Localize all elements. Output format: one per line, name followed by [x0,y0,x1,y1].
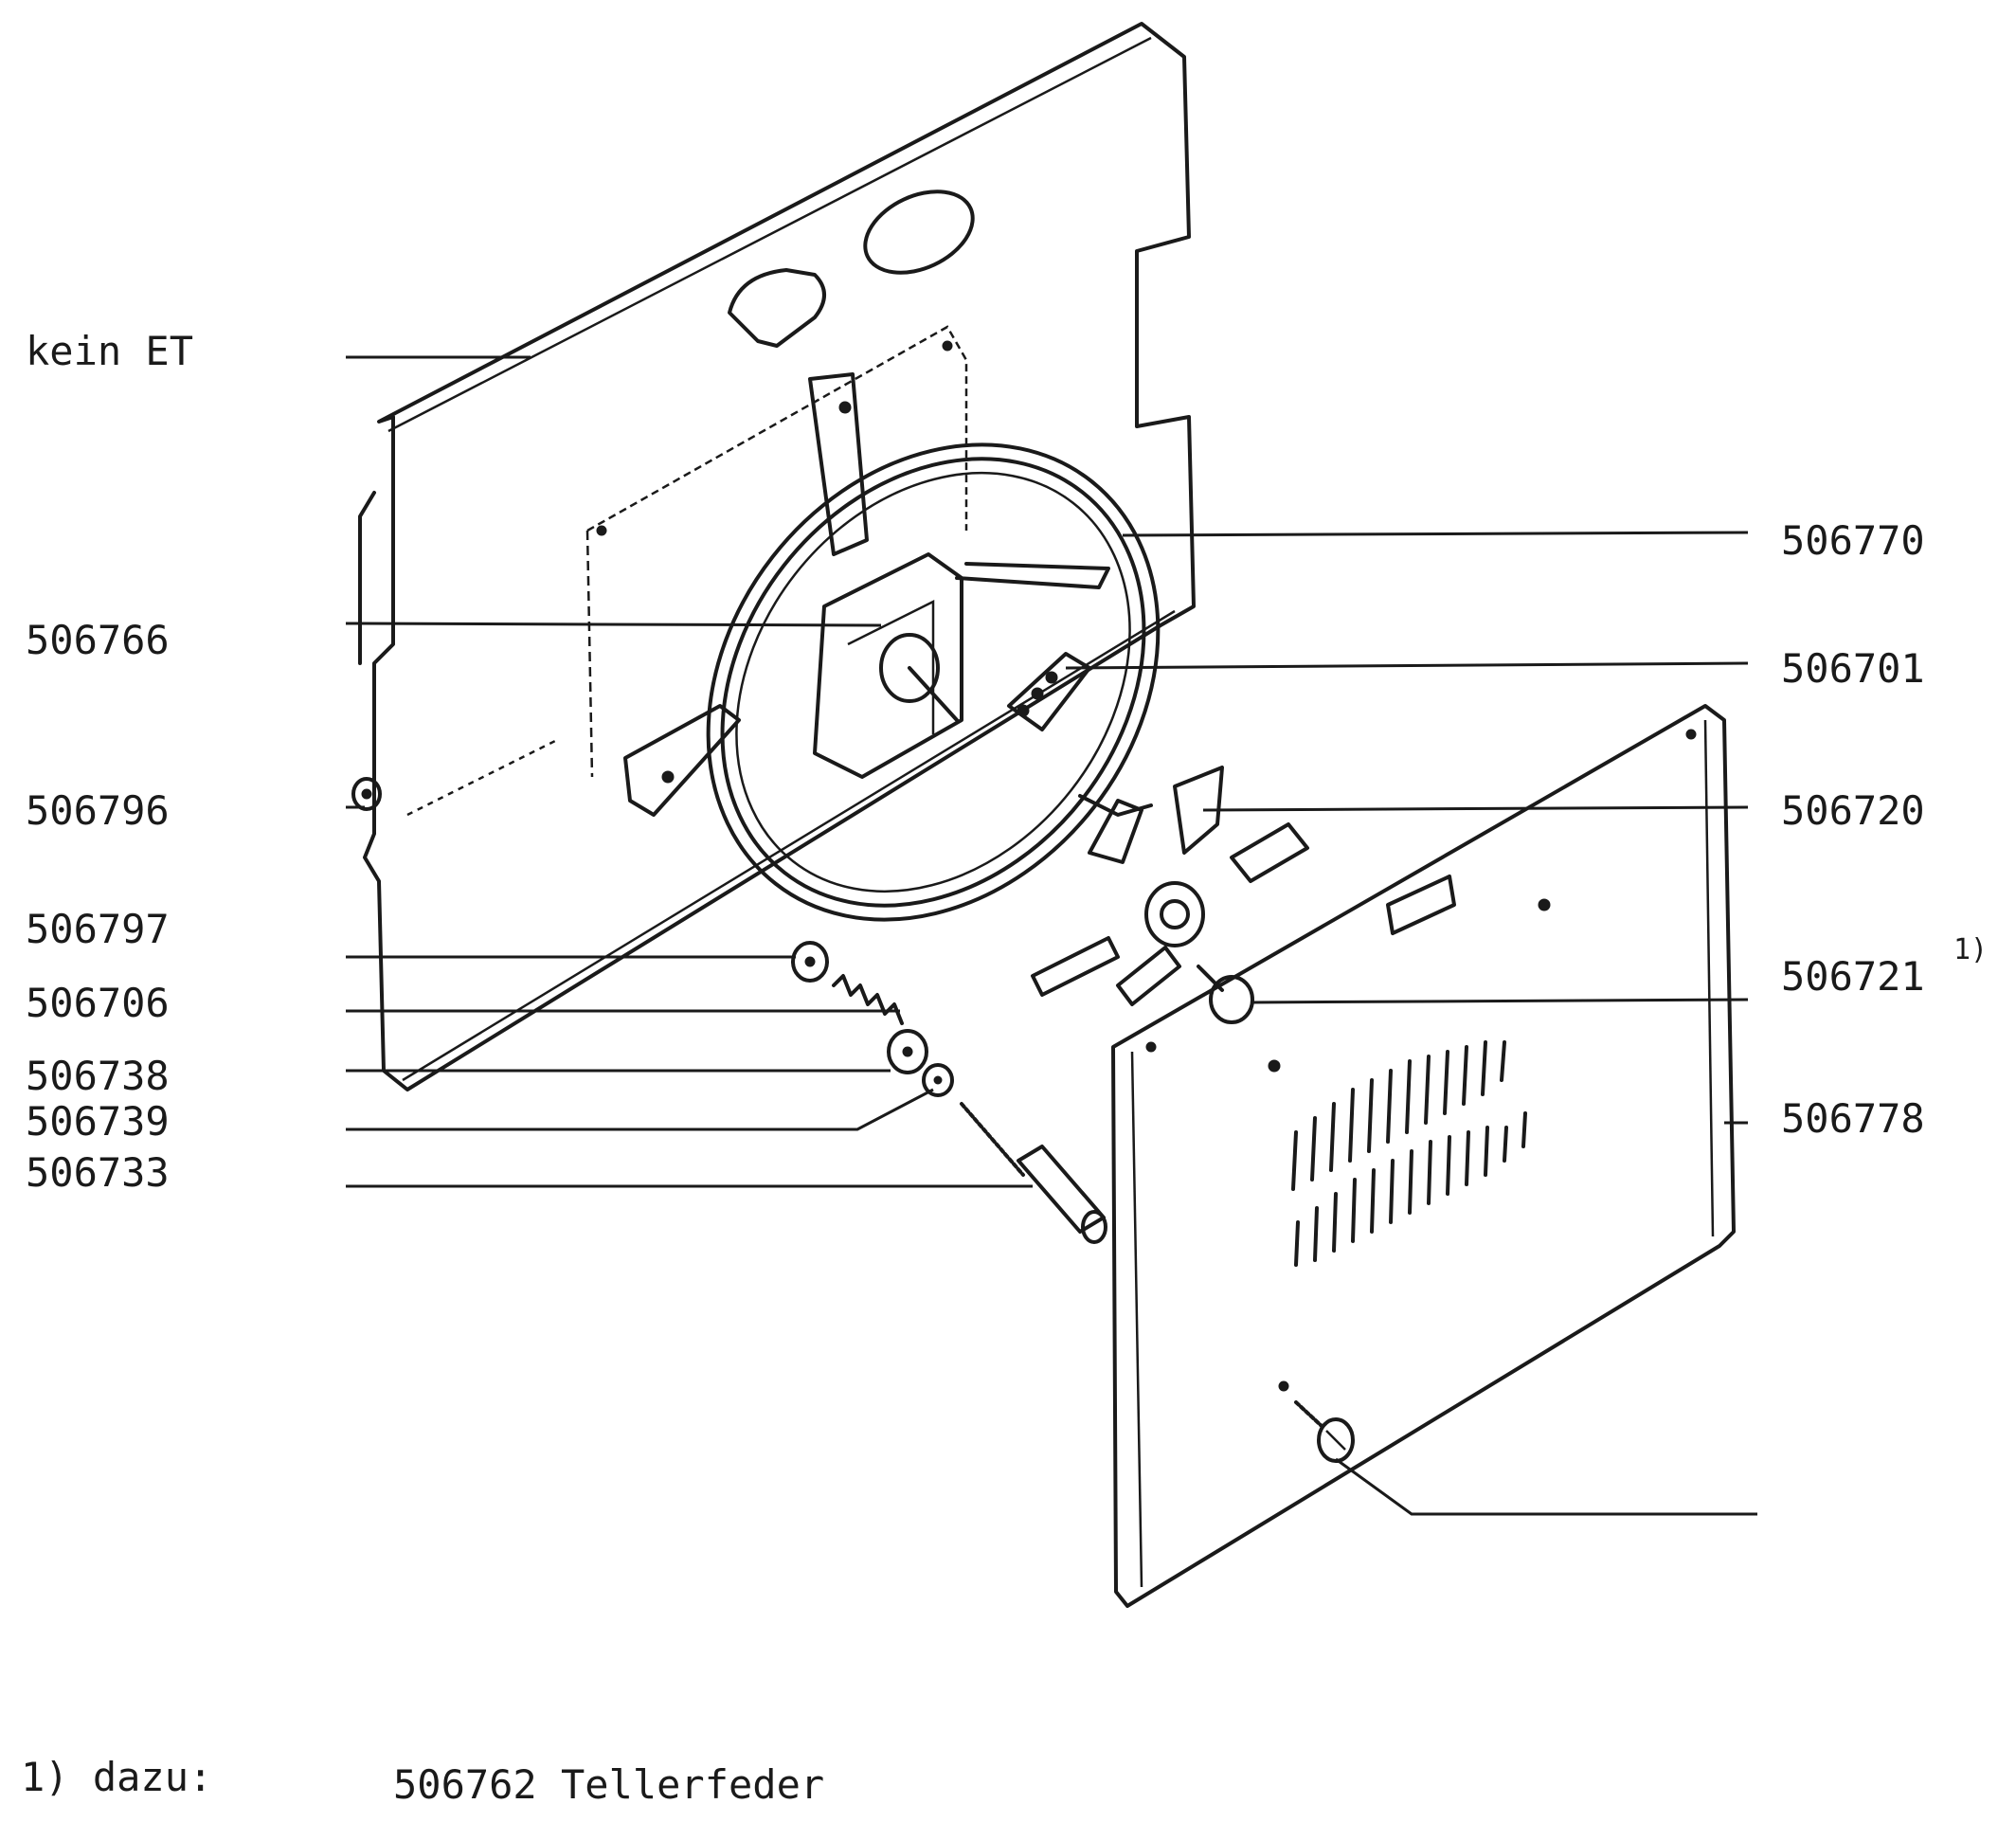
footnote-marker: 1) dazu: [21,1754,212,1800]
label-506720: 506720 [1781,787,1925,834]
footnote: 1) dazu: 506762 Tellerfeder [21,1754,824,1808]
washer-506797 [791,941,829,983]
label-506739: 506739 [26,1098,170,1145]
cover-screw [1294,1400,1355,1463]
label-506721-footnote-marker: 1) [1953,933,1988,966]
label-506770: 506770 [1781,517,1925,564]
label-506738: 506738 [26,1053,170,1099]
back-panel [358,22,1196,1091]
washer-506739 [922,1063,954,1097]
fan-motor [813,552,963,779]
label-506797: 506797 [26,906,170,952]
spring-506706 [832,974,904,1025]
label-506701: 506701 [1781,645,1925,692]
footnote-text: 506762 Tellerfeder [393,1761,824,1808]
part-labels: kein ET 506766 506796 506797 506706 5067… [26,328,1988,1196]
label-kein-et: kein ET [26,328,193,374]
leader-lines [345,355,1757,1516]
terminal-block [1007,652,1091,731]
fan-grille [1291,1040,1527,1267]
label-506721: 506721 [1781,953,1925,1000]
washer-506738 [887,1029,928,1074]
label-506706: 506706 [26,980,170,1026]
label-506733: 506733 [26,1149,170,1196]
label-506766: 506766 [26,617,170,663]
nut-506796 [351,777,382,811]
label-506796: 506796 [26,787,170,834]
front-cover [1111,704,1736,1608]
label-506778: 506778 [1781,1095,1925,1142]
bolt-506733 [960,1102,1107,1244]
fan-wheel [1031,766,1309,1006]
